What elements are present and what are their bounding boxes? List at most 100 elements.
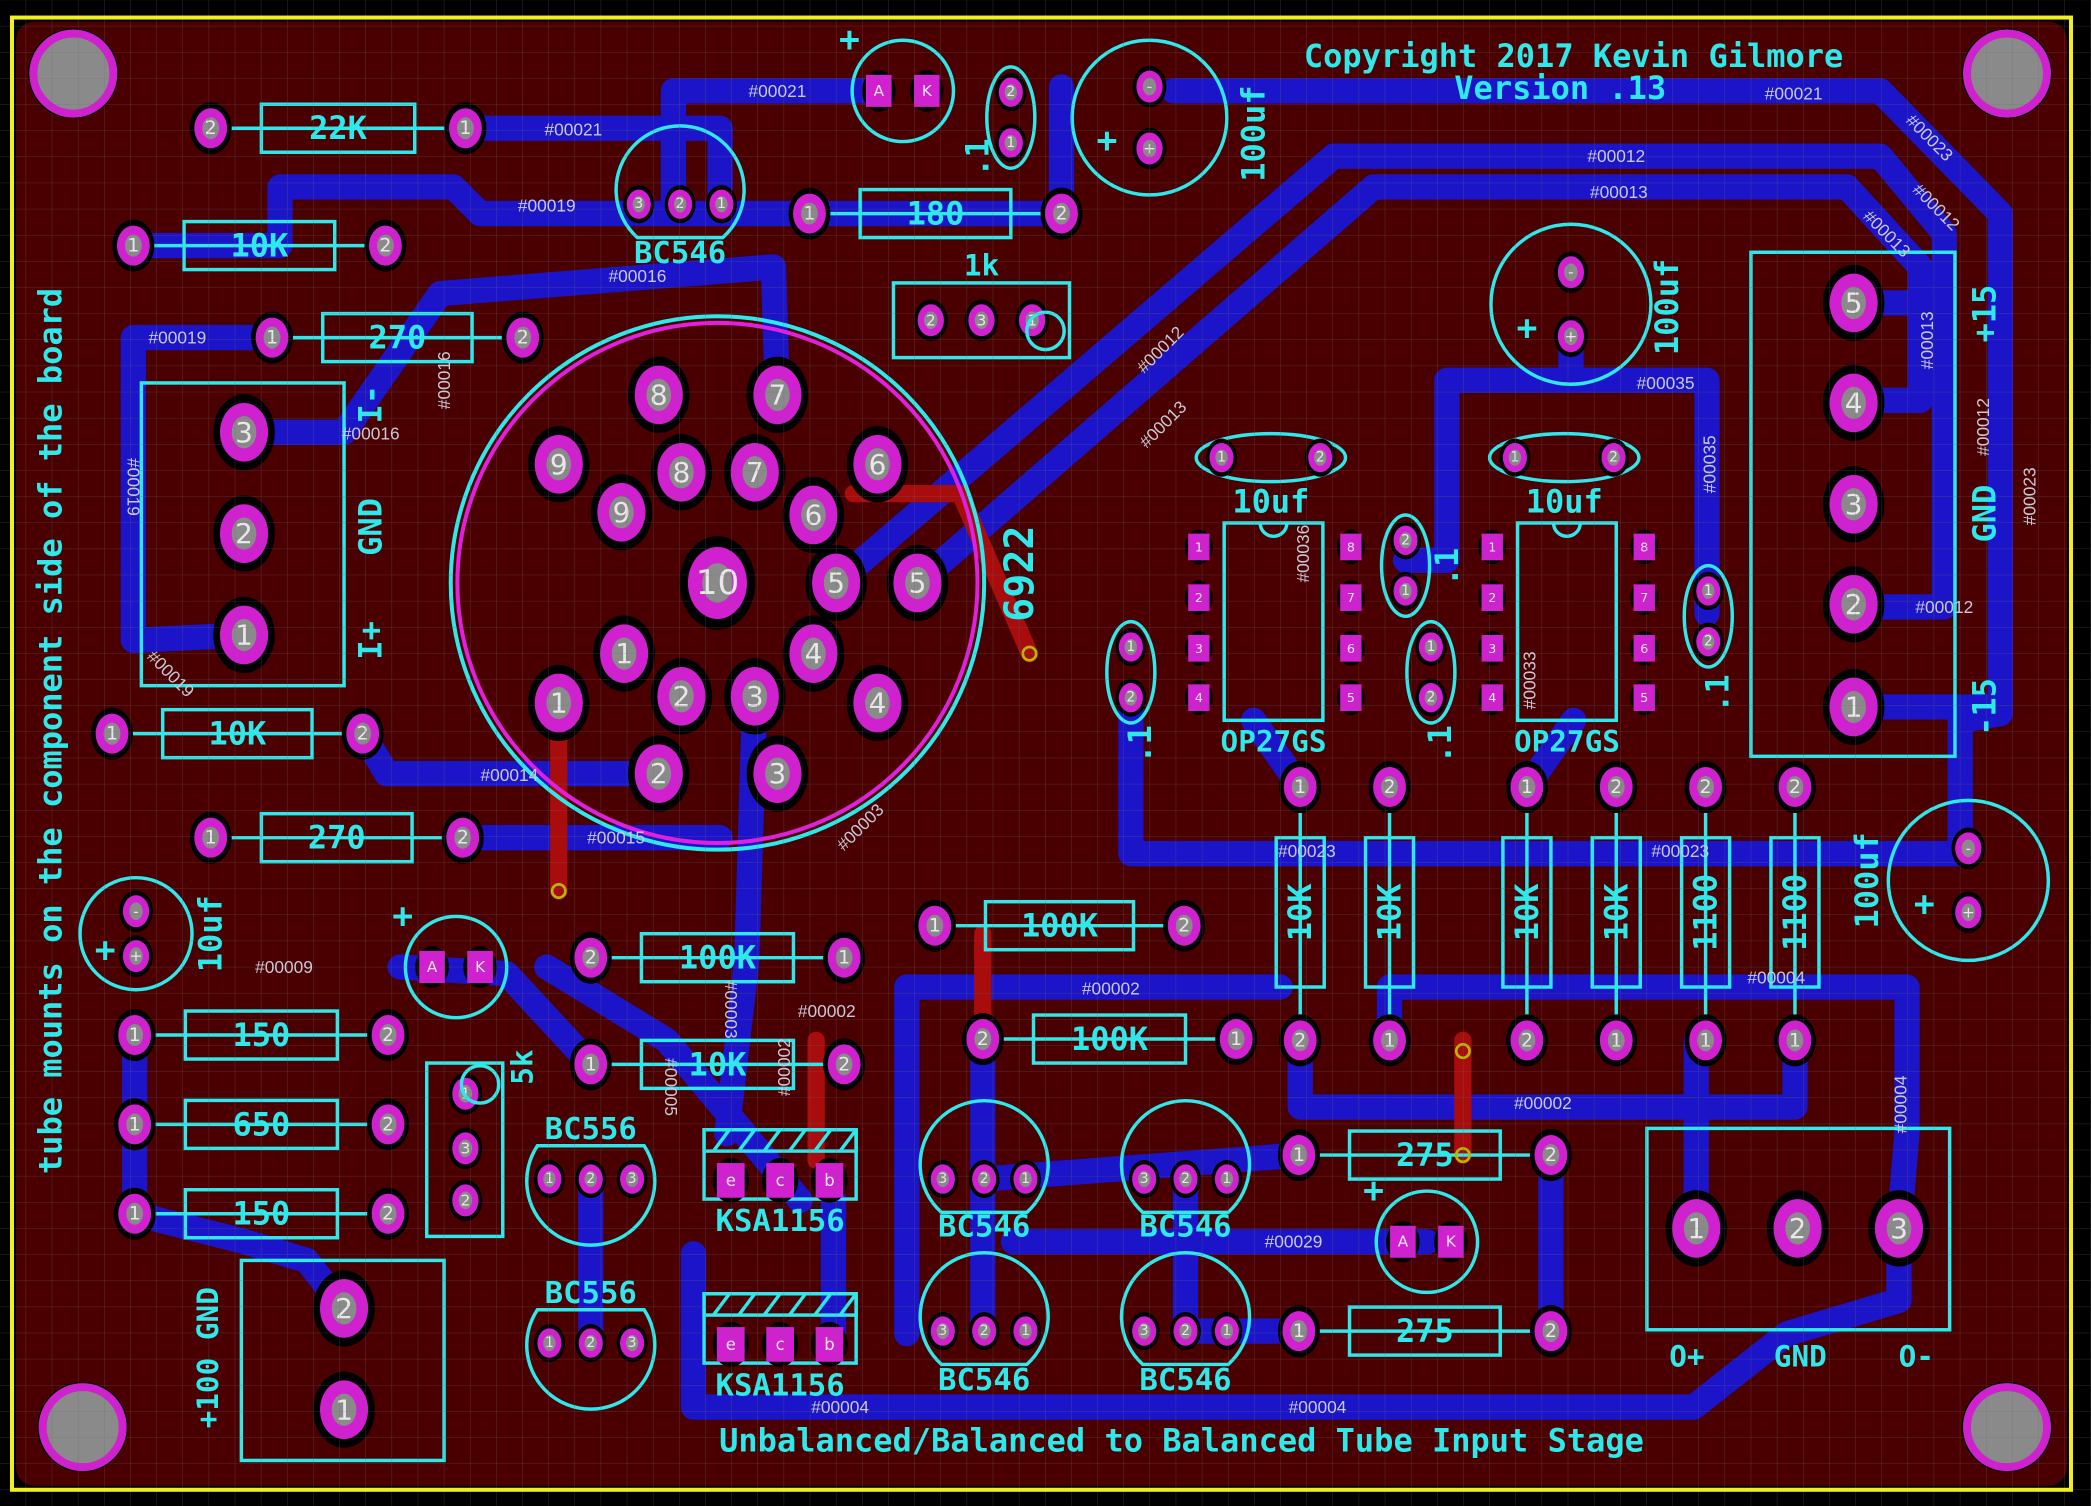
polarity-mark: + [1914, 884, 1935, 924]
net-label: #00004 [811, 1397, 869, 1417]
cap-value: .1 [1121, 725, 1159, 764]
net-label: #00035 [1700, 435, 1720, 493]
polarity-mark: + [392, 896, 413, 936]
transistor-label: BC546 [1139, 1363, 1231, 1398]
trimpot-label: 1k [964, 249, 1000, 283]
transistor-label: BC546 [634, 236, 726, 271]
connector-label: +15 [1965, 285, 2003, 343]
resistor-value: 100K [1021, 907, 1099, 945]
connector-label: -15 [1965, 678, 2003, 736]
cap-value: .1 [958, 138, 996, 177]
net-label: #00004 [1289, 1397, 1347, 1417]
resistor-value: 270 [308, 819, 366, 857]
copyright-text: Copyright 2017 Kevin Gilmore [1304, 37, 1843, 75]
polarity-mark: + [839, 20, 860, 60]
board-title: Unbalanced/Balanced to Balanced Tube Inp… [719, 1421, 1644, 1459]
net-label: #00021 [749, 81, 807, 101]
connector-label: +100 GND [191, 1287, 225, 1428]
cap-value: .1 [1428, 548, 1466, 587]
net-label: #00033 [1520, 651, 1540, 709]
transistor-label: BC546 [1139, 1210, 1231, 1245]
resistor-value: 22K [309, 109, 368, 147]
net-label: #00002 [1514, 1093, 1572, 1113]
net-label: #00023 [2020, 467, 2040, 525]
transistor-label: BC556 [545, 1276, 637, 1311]
connector-label: GND [1965, 485, 2003, 543]
polarity-mark: + [1097, 121, 1118, 161]
net-label: #00019 [148, 328, 206, 348]
trimpot-label: 5k [506, 1049, 540, 1085]
resistor-value: 10K [230, 227, 289, 265]
net-label: #00002 [1082, 978, 1140, 998]
side-note: tube mounts on the component side of the… [32, 288, 70, 1174]
cap-value: 10uf [1526, 483, 1603, 521]
net-label: #00004 [1747, 968, 1805, 988]
resistor-value: 275 [1396, 1136, 1454, 1174]
version-text: Version .13 [1454, 69, 1666, 107]
net-label: #00009 [255, 957, 313, 977]
transistor-label: BC546 [938, 1363, 1030, 1398]
resistor-value: 100K [1071, 1020, 1149, 1058]
resistor-value: 275 [1396, 1312, 1454, 1350]
resistor-value: 10K [1508, 883, 1546, 942]
resistor-value: 270 [368, 319, 426, 357]
resistor-value: 10K [1371, 883, 1409, 942]
net-label: #00023 [1651, 841, 1709, 861]
cap-value: 100uf [1648, 259, 1686, 355]
net-label: #00013 [1590, 182, 1648, 202]
net-label: #00021 [1765, 84, 1823, 104]
connector-label: GND [352, 498, 390, 556]
resistor-value: 100K [679, 939, 757, 977]
tube-label: 6922 [997, 525, 1043, 621]
net-label: #00036 [1293, 525, 1313, 583]
cap-value: .1 [1699, 674, 1737, 713]
net-label: #00035 [1637, 373, 1695, 393]
net-label: #00012 [1973, 398, 1993, 456]
resistor-value: 150 [232, 1195, 290, 1233]
connector-label: I- [352, 385, 390, 424]
cap-value: 10uf [1232, 483, 1309, 521]
cap-value: 100uf [1235, 85, 1273, 181]
net-label: #00004 [1890, 1075, 1910, 1133]
net-label: #00016 [342, 424, 400, 444]
polarity-mark: + [95, 930, 116, 970]
net-label: #00029 [1265, 1232, 1323, 1252]
resistor-value: 10K [689, 1045, 748, 1083]
resistor-value: 650 [232, 1105, 290, 1143]
net-label: #00019 [123, 458, 143, 516]
transistor-label: KSA1156 [716, 1204, 845, 1239]
connector-label: GND [1774, 1339, 1827, 1373]
net-label: #00012 [1915, 597, 1973, 617]
resistor-value: 1100 [1687, 874, 1725, 951]
net-label: #00016 [609, 266, 667, 286]
board-outline [10, 15, 2073, 1492]
connector-label: O- [1899, 1339, 1934, 1373]
net-label: #00021 [545, 120, 603, 140]
connector-label: I+ [352, 621, 390, 660]
transistor-label: BC546 [938, 1210, 1030, 1245]
net-label: #00016 [434, 351, 454, 409]
cap-value: 10uf [192, 895, 230, 972]
resistor-value: 10K [1597, 883, 1635, 942]
net-label: #00023 [1278, 841, 1336, 861]
ic-label: OP27GS [1221, 725, 1327, 759]
net-label: #00005 [661, 1058, 681, 1116]
connector-label: O+ [1669, 1339, 1704, 1373]
resistor-value: 1100 [1776, 874, 1814, 951]
polarity-mark: + [1363, 1171, 1384, 1211]
net-label: #00012 [1587, 146, 1645, 166]
net-label: #00014 [481, 765, 539, 785]
net-label: #00002 [774, 1038, 794, 1096]
resistor-value: 180 [907, 195, 965, 233]
net-label: #00015 [587, 828, 645, 848]
net-label: #00003 [721, 981, 741, 1039]
net-label: #00013 [1917, 311, 1937, 369]
cap-value: 100uf [1848, 832, 1886, 928]
transistor-label: KSA1156 [716, 1368, 845, 1403]
net-label: #00019 [518, 196, 576, 216]
resistor-value: 10K [1281, 883, 1319, 942]
transistor-label: BC556 [545, 1112, 637, 1147]
resistor-value: 150 [232, 1016, 290, 1054]
